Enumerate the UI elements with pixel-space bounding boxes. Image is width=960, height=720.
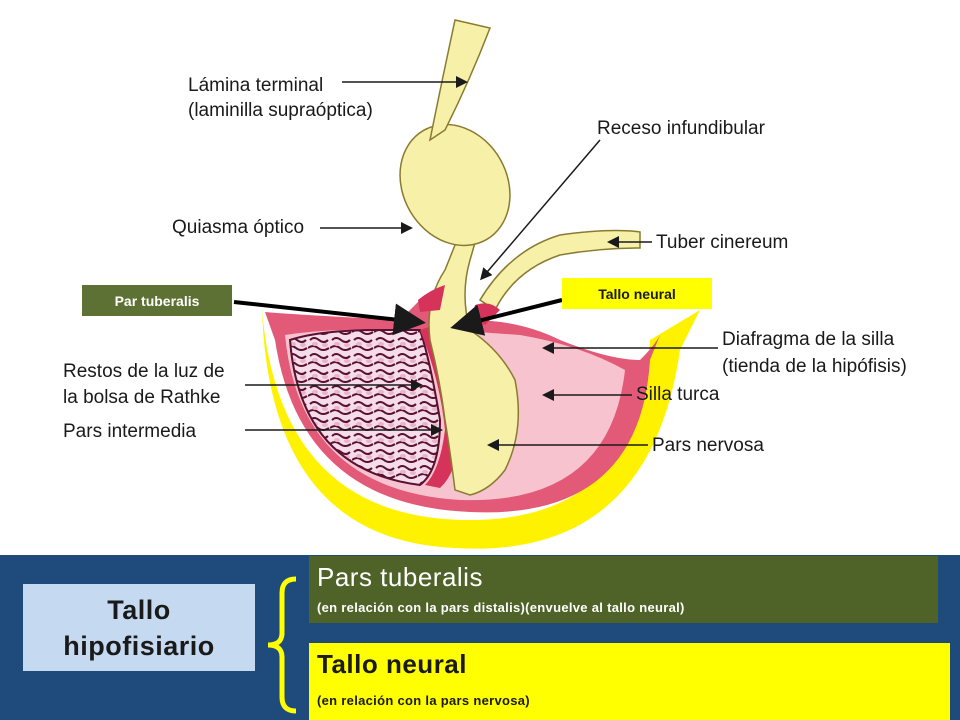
label-restos: Restos de la luz de bbox=[63, 361, 225, 382]
label-receso: Receso infundibular bbox=[597, 118, 766, 139]
arrow-receso bbox=[480, 139, 601, 281]
label-silla: Silla turca bbox=[636, 384, 720, 405]
pars-tuberalis-subtitle: (en relación con la pars distalis)(envue… bbox=[317, 600, 685, 615]
label-lamina-terminal: Lámina terminal bbox=[188, 75, 323, 96]
pars-tuberalis-title: Pars tuberalis bbox=[317, 562, 483, 592]
label-bolsa: la bolsa de Rathke bbox=[63, 387, 220, 408]
tallo-neural-box: Tallo neural (en relación con la pars ne… bbox=[309, 643, 950, 720]
label-tienda: (tienda de la hipófisis) bbox=[722, 356, 907, 377]
label-quiasma: Quiasma óptico bbox=[172, 217, 304, 238]
tallo-hipofisiario-box: Tallo hipofisiario bbox=[23, 584, 255, 671]
tuber-cinereum bbox=[478, 229, 641, 312]
brace-icon bbox=[267, 576, 297, 714]
lamina-terminalis bbox=[428, 19, 492, 142]
tallo-neural-title: Tallo neural bbox=[317, 649, 467, 679]
label-laminilla: (laminilla supraóptica) bbox=[188, 100, 373, 121]
tallo-neural-subtitle: (en relación con la pars nervosa) bbox=[317, 693, 530, 708]
arrow-par-tuberalis bbox=[233, 300, 426, 336]
hypophysis-diagram: Lámina terminal (laminilla supraóptica) … bbox=[63, 19, 907, 549]
label-diafragma: Diafragma de la silla bbox=[722, 329, 895, 350]
arrow-tallo-neural bbox=[450, 298, 563, 336]
tallo-neural-callout: Tallo neural bbox=[562, 278, 712, 309]
sella-bone bbox=[262, 310, 700, 549]
tallo-label: Tallo bbox=[107, 594, 171, 625]
label-tuber: Tuber cinereum bbox=[656, 232, 788, 253]
hipofisiario-label: hipofisiario bbox=[63, 630, 215, 661]
par-tuberalis-callout: Par tuberalis bbox=[82, 285, 232, 316]
optic-chiasm bbox=[399, 123, 511, 247]
summary-panel: Tallo hipofisiario Pars tuberalis (en re… bbox=[0, 555, 960, 720]
label-pars-intermedia: Pars intermedia bbox=[63, 421, 196, 442]
pars-tuberalis-box: Pars tuberalis (en relación con la pars … bbox=[309, 556, 938, 623]
label-pars-nervosa: Pars nervosa bbox=[652, 435, 764, 456]
